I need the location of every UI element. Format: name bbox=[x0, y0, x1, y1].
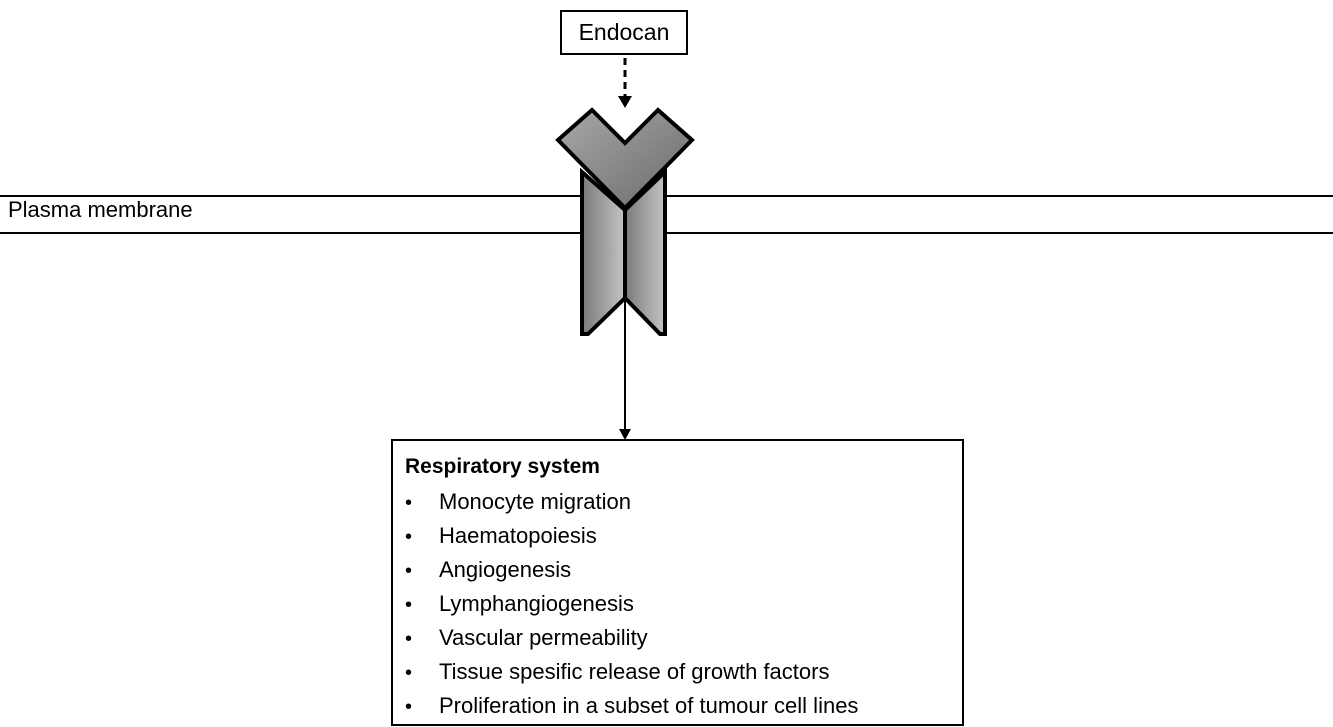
effects-title: Respiratory system bbox=[405, 455, 600, 478]
effects-box: Respiratory system • Monocyte migration •… bbox=[391, 439, 964, 726]
ligand-box: Endocan bbox=[560, 10, 688, 55]
effect-item-label: Monocyte migration bbox=[439, 489, 631, 514]
effect-item-label: Vascular permeability bbox=[439, 625, 648, 650]
effect-item: • Angiogenesis bbox=[405, 553, 950, 587]
ligand-label: Endocan bbox=[578, 19, 670, 45]
signal-arrowhead bbox=[619, 429, 631, 440]
effect-item-label: Lymphangiogenesis bbox=[439, 591, 634, 616]
bullet-icon: • bbox=[405, 526, 413, 548]
effect-item: • Tissue spesific release of growth facto… bbox=[405, 655, 950, 689]
effect-item: • Lymphangiogenesis bbox=[405, 587, 950, 621]
effect-item-label: Angiogenesis bbox=[439, 557, 572, 582]
bullet-icon: • bbox=[405, 594, 413, 616]
bullet-icon: • bbox=[405, 492, 413, 514]
bullet-icon: • bbox=[405, 662, 413, 684]
effect-item: • Haematopoiesis bbox=[405, 519, 950, 553]
effects-list: • Monocyte migration • Haematopoiesis • Ang… bbox=[405, 485, 950, 723]
effect-item-label: Haematopoiesis bbox=[439, 523, 597, 548]
effect-item: • Vascular permeability bbox=[405, 621, 950, 655]
effect-item: • Monocyte migration bbox=[405, 485, 950, 519]
receptor-left-segment bbox=[580, 167, 627, 336]
effect-item: • Proliferation in a subset of tumour cel… bbox=[405, 689, 950, 723]
effect-item-label: Tissue spesific release of growth factor… bbox=[439, 659, 830, 684]
ligand-binding-arrowhead bbox=[618, 96, 632, 108]
effect-item-label: Proliferation in a subset of tumour cell… bbox=[439, 693, 859, 718]
bullet-icon: • bbox=[405, 628, 413, 650]
receptor-right-segment bbox=[623, 167, 667, 336]
bullet-icon: • bbox=[405, 560, 413, 582]
receptor-binding-domain bbox=[555, 107, 695, 211]
membrane-label: Plasma membrane bbox=[8, 197, 193, 222]
bullet-icon: • bbox=[405, 696, 413, 718]
